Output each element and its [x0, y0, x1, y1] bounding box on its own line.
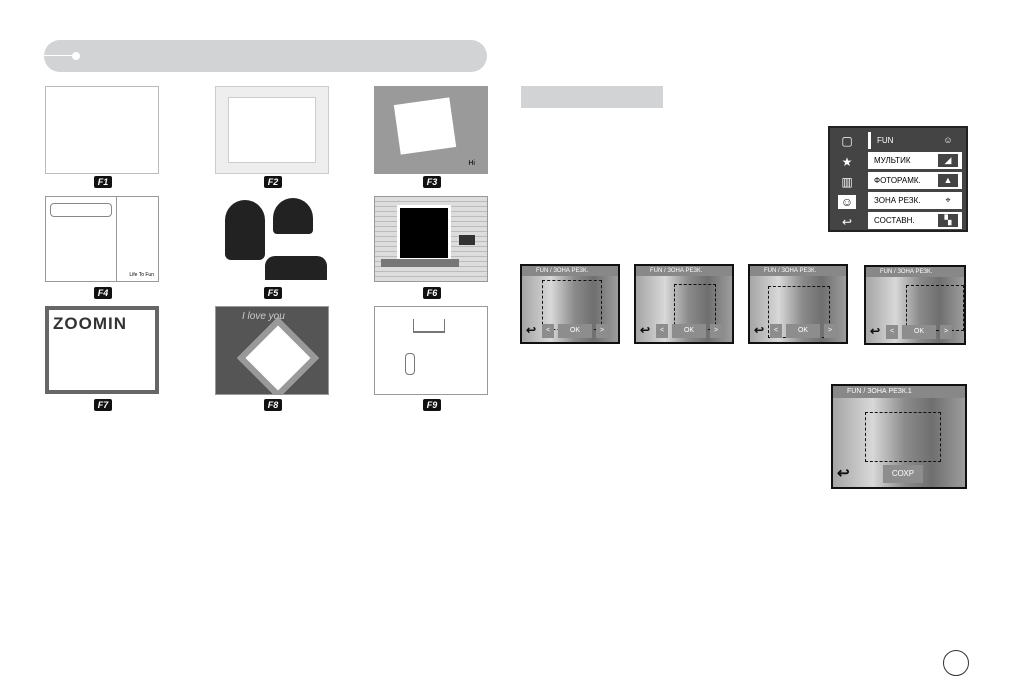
- cartoon-mode-icon[interactable]: ★: [841, 155, 853, 169]
- frame-thumb-f3: Hi: [374, 86, 488, 174]
- section-label-box: [521, 86, 663, 108]
- left-button[interactable]: <: [770, 324, 782, 338]
- menu-item-cartoon[interactable]: МУЛЬТИК ◢: [868, 152, 962, 169]
- screen-title: FUN / ЗОНА РЕЗК.: [636, 266, 732, 276]
- ok-button[interactable]: OK: [902, 325, 936, 339]
- frame-text: Life To Fun: [129, 272, 154, 278]
- ok-button[interactable]: OK: [558, 324, 592, 338]
- back-icon[interactable]: ↩: [640, 323, 651, 337]
- frame-thumb-f9: [374, 306, 488, 395]
- frame-text: Hi: [468, 160, 475, 167]
- frame-label: F7: [94, 399, 112, 411]
- back-icon[interactable]: ↩: [870, 324, 881, 338]
- focus-screen-2: FUN / ЗОНА РЕЗК. ↩ < OK >: [634, 264, 734, 344]
- menu-item-fun[interactable]: FUN ☺: [868, 132, 962, 149]
- menu-item-composite[interactable]: СОСТАВН. ▚: [868, 212, 962, 229]
- focus-screen-4: FUN / ЗОНА РЕЗК. ↩ < OK >: [864, 265, 966, 345]
- fun-menu-screen: ▢ ★ ▥ ☺ ↩ FUN ☺ МУЛЬТИК ◢ ФОТОРАМК. ▲ ЗОНА …: [828, 126, 968, 232]
- left-button[interactable]: <: [656, 324, 668, 338]
- left-button[interactable]: <: [542, 324, 554, 338]
- focus-screen-3: FUN / ЗОНА РЕЗК. ↩ < OK >: [748, 264, 848, 344]
- frame-mode-icon[interactable]: ▢: [841, 134, 853, 148]
- menu-item-label: ЗОНА РЕЗК.: [874, 196, 921, 205]
- section-header-bar: [44, 40, 487, 72]
- menu-item-label: СОСТАВН.: [874, 216, 915, 225]
- left-button[interactable]: <: [886, 325, 898, 339]
- frame-thumb-f8: I love you: [215, 306, 329, 395]
- screen-title: FUN / ЗОНА РЕЗК.: [866, 267, 964, 277]
- cartoon-icon: ◢: [938, 154, 958, 167]
- right-button[interactable]: >: [710, 324, 722, 338]
- page-number-circle: [943, 650, 969, 676]
- face-icon: ☺: [938, 134, 958, 147]
- frame-thumb-f5: [215, 196, 327, 280]
- frame-label: F8: [264, 399, 282, 411]
- menu-item-label: МУЛЬТИК: [874, 156, 911, 165]
- frame-label: F4: [94, 287, 112, 299]
- frame-label: F2: [264, 176, 282, 188]
- focus-area-icon: ⌖: [938, 194, 958, 207]
- filmstrip-icon[interactable]: ▥: [841, 175, 853, 189]
- ok-button[interactable]: OK: [672, 324, 706, 338]
- save-screen: FUN / ЗОНА РЕЗК.1 ↩ СОХР: [831, 384, 967, 489]
- frame-text: ZOOMIN: [53, 314, 127, 333]
- focus-screen-1: FUN / ЗОНА РЕЗК. ↩ < OK >: [520, 264, 620, 344]
- screen-title: FUN / ЗОНА РЕЗК.1: [833, 386, 965, 398]
- frame-label: F3: [423, 176, 441, 188]
- header-dot: [72, 52, 80, 60]
- frame-icon: ▲: [938, 174, 958, 187]
- frame-label: F5: [264, 287, 282, 299]
- back-icon[interactable]: ↩: [837, 465, 850, 482]
- save-button[interactable]: СОХР: [883, 465, 923, 483]
- composite-icon: ▚: [938, 214, 958, 227]
- menu-item-photoframe[interactable]: ФОТОРАМК. ▲: [868, 172, 962, 189]
- screen-title: FUN / ЗОНА РЕЗК.: [522, 266, 618, 276]
- right-button[interactable]: >: [824, 324, 836, 338]
- right-button[interactable]: >: [940, 325, 952, 339]
- frame-thumb-f1: [45, 86, 159, 174]
- fun-icon[interactable]: ☺: [838, 195, 856, 209]
- menu-item-label: ФОТОРАМК.: [874, 176, 921, 185]
- right-button[interactable]: >: [596, 324, 608, 338]
- frame-thumb-f6: [374, 196, 488, 282]
- frame-label: F9: [423, 399, 441, 411]
- frame-thumb-f7: ZOOMIN: [45, 306, 159, 394]
- frame-label: F6: [423, 287, 441, 299]
- frame-thumb-f4: Life To Fun: [45, 196, 159, 282]
- back-icon[interactable]: ↩: [526, 323, 537, 337]
- screen-title: FUN / ЗОНА РЕЗК.: [750, 266, 846, 276]
- header-line: [44, 55, 74, 56]
- back-icon[interactable]: ↩: [841, 215, 853, 229]
- menu-item-focus-area[interactable]: ЗОНА РЕЗК. ⌖: [868, 192, 962, 209]
- frame-label: F1: [94, 176, 112, 188]
- back-icon[interactable]: ↩: [754, 323, 765, 337]
- frame-text: I love you: [242, 311, 285, 322]
- frame-thumb-f2: [215, 86, 329, 174]
- menu-item-label: FUN: [877, 136, 894, 145]
- ok-button[interactable]: OK: [786, 324, 820, 338]
